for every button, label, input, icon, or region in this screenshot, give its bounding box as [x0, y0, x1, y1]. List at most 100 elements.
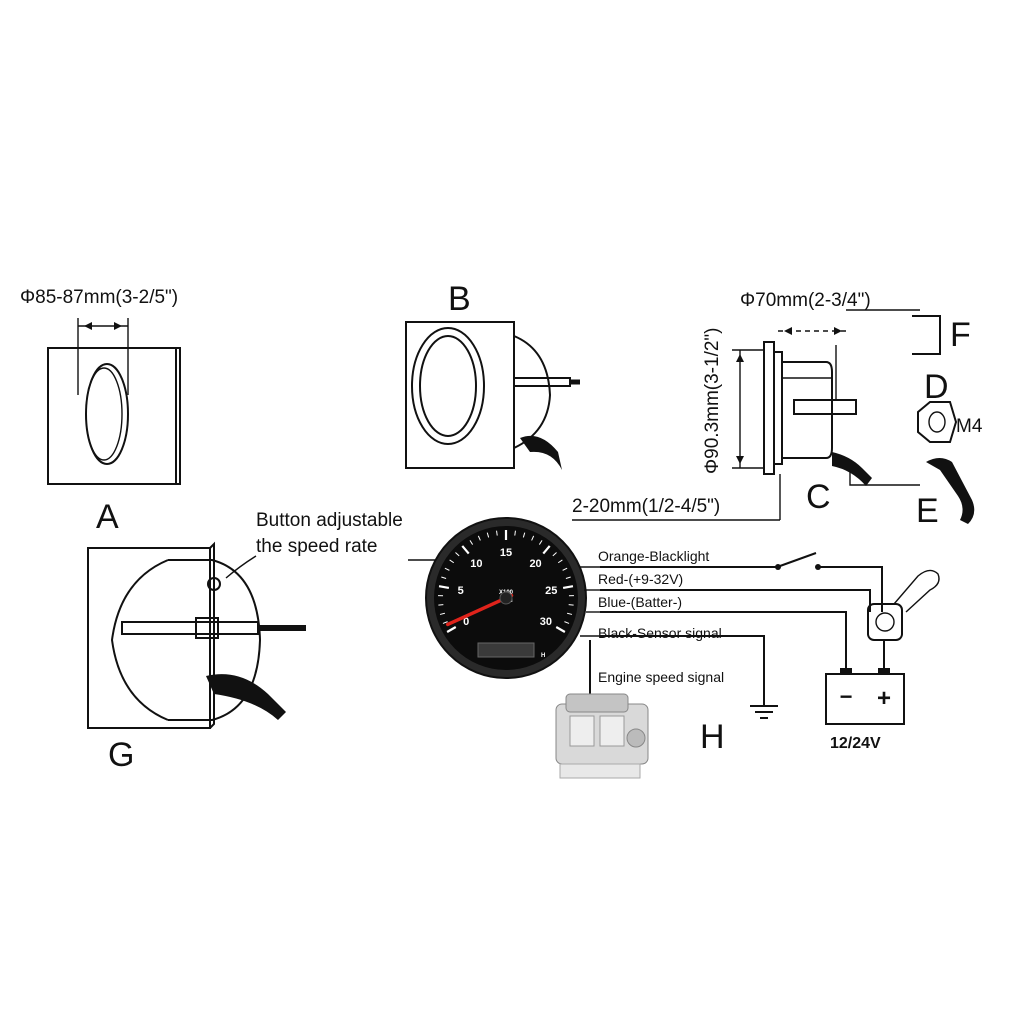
cable-b [520, 435, 562, 470]
gauge-minor-tick [439, 612, 445, 615]
gauge-bezel-inner [419, 335, 477, 437]
panel-b: B [405, 280, 580, 470]
switch-contact-left [775, 564, 781, 570]
gauge-ticks [438, 530, 574, 633]
gauge-minor-tick [557, 559, 563, 564]
button-note-line2: the speed rate [256, 536, 377, 557]
gauge-scale-label: 30 [540, 616, 552, 628]
gauge-minor-tick [562, 567, 568, 571]
ignition-key-icon [867, 569, 940, 674]
panel-g-letter: G [108, 736, 134, 774]
panel-thickness-label: 2-20mm(1/2-4/5") [572, 496, 720, 517]
gauge-minor-tick [514, 530, 516, 536]
panel-a-letter: A [96, 498, 119, 536]
button-note-line1: Button adjustable [256, 510, 403, 531]
wire-blue [600, 611, 847, 674]
battery-minus: − [840, 684, 853, 709]
cable-e-icon [926, 458, 975, 524]
gauge-minor-tick [477, 535, 481, 541]
gauge-lcd-display [477, 642, 535, 658]
e-leader [849, 470, 920, 486]
wire-orange-to-key [818, 566, 883, 612]
gauge-scale-label: 5 [458, 585, 464, 597]
gauge-minor-tick [531, 535, 535, 541]
gauge-scale-labels: 0 5 10 15 20 25 30 [458, 547, 558, 628]
battery-icon [825, 668, 905, 725]
gauge-scale-label: 10 [470, 558, 482, 570]
panel-c: Φ70mm(2-3/4") F Φ90.3mm(3-1/2") 2-20mm(1… [572, 290, 971, 521]
stud-c [793, 399, 857, 415]
gauge-major-tick [438, 585, 450, 590]
wire-label-blue: Blue-(Batter-) [598, 594, 682, 610]
gauge-minor-tick [449, 559, 455, 564]
gauge-major-tick [555, 626, 566, 633]
mounting-stud [513, 377, 571, 387]
gauge-g-body [168, 559, 262, 721]
gauge-scale-label: 0 [463, 616, 469, 628]
engine-icon [555, 693, 649, 779]
gauge-lcd-unit: H [541, 653, 545, 659]
battery-plus: + [877, 685, 891, 712]
gauge-minor-tick [522, 532, 526, 538]
gauge-minor-tick [444, 567, 450, 571]
gauge-body-side [782, 361, 833, 459]
cable-g [206, 674, 286, 720]
gauge-bezel-front [411, 327, 485, 445]
panel-f-letter: F [950, 316, 971, 354]
gauge-scale-label: 25 [545, 585, 557, 597]
gauge-g-bezel [110, 559, 169, 721]
panel-c-wall [773, 351, 783, 465]
panel-e-letter: E [916, 492, 939, 530]
panel-h-letter: H [700, 718, 725, 756]
gauge-minor-tick [455, 552, 460, 557]
switch-lever [779, 552, 817, 567]
height-dimension-label: Φ90.3mm(3-1/2") [702, 328, 723, 475]
panel-g-plate [87, 547, 211, 729]
stud-g [121, 621, 259, 635]
hole-dimension-label: Φ85-87mm(3-2/5") [20, 287, 178, 308]
panel-b-letter: B [448, 280, 471, 318]
gauge-minor-tick [486, 532, 490, 538]
panel-a-plate-edge [176, 347, 181, 485]
hole-dimension-arrows [84, 322, 122, 330]
panel-g: Button adjustable the speed rate G [87, 510, 470, 774]
gauge-minor-tick [442, 621, 448, 624]
gauge-minor-tick [568, 604, 574, 606]
gauge-scale-label: 20 [529, 558, 541, 570]
gauge-major-tick [562, 585, 574, 590]
stud-g-nut [195, 617, 219, 639]
gauge-minor-tick [496, 530, 498, 536]
gauge-major-tick [542, 545, 551, 555]
gauge-scale-label: 15 [500, 547, 512, 559]
panel-d-letter: D [924, 368, 949, 406]
wiring-harness: Orange-Blacklight Red-(+9-32V) Blue-(Bat… [555, 548, 940, 779]
mounting-hole-inner [85, 367, 123, 461]
nut-size-label: M4 [956, 416, 983, 437]
gauge-minor-tick [552, 552, 557, 557]
panel-d: D M4 [917, 368, 983, 443]
gauge-minor-tick [441, 576, 447, 580]
gauge-minor-tick [438, 604, 444, 606]
wire-label-black: Black-Sensor signal [598, 625, 722, 641]
ground-icon [750, 705, 778, 719]
panel-b-plate [405, 321, 515, 469]
panel-e: E [916, 458, 975, 530]
gauge-hub [499, 591, 513, 605]
gauge-minor-tick [538, 540, 543, 545]
button-leader [225, 555, 257, 579]
panel-c-letter: C [806, 478, 831, 516]
gauge-body-rear [513, 335, 552, 449]
wire-black [600, 635, 765, 706]
wire-label-red: Red-(+9-32V) [598, 571, 683, 587]
gauge-minor-tick [469, 540, 474, 545]
bezel-dimension-label: Φ70mm(2-3/4") [740, 290, 871, 311]
wire-label-orange: Orange-Blacklight [598, 548, 709, 564]
gauge-minor-tick [565, 576, 571, 580]
battery-voltage-label: 12/24V [830, 735, 881, 752]
panel-a-plate [47, 347, 177, 485]
bracket-f [912, 315, 941, 355]
panel-a: Φ85-87mm(3-2/5") A [20, 287, 181, 536]
adjust-button [207, 577, 221, 591]
